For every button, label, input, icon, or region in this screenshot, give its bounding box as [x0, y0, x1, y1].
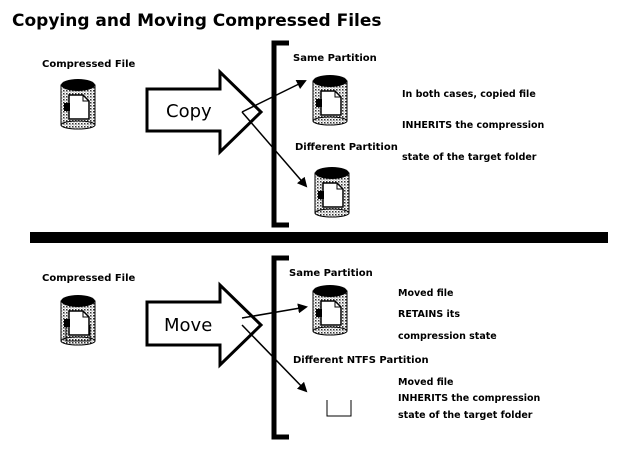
move-block-arrow [145, 281, 264, 369]
page-title: Copying and Moving Compressed Files [12, 11, 382, 31]
move-action-label: Move [164, 315, 212, 336]
copy-same-partition-label: Same Partition [293, 53, 377, 64]
copy-note-line-1: In both cases, copied file [402, 89, 536, 100]
copy-block-arrow [145, 68, 264, 156]
move-different-note-line-2: INHERITS the compression [398, 393, 541, 404]
move-same-note-line-1: Moved file [398, 288, 453, 299]
copy-target-bracket [271, 40, 289, 228]
copy-source-label: Compressed File [42, 59, 136, 70]
compressed-disk-icon [60, 78, 96, 130]
copy-arrow-different [241, 111, 308, 188]
move-different-note-line-3: state of the target folder [398, 410, 533, 421]
copy-arrow-same [241, 80, 307, 113]
compressed-disk-icon [314, 166, 350, 218]
copy-different-partition-label: Different Partition [295, 142, 398, 153]
copy-note-line-3: state of the target folder [402, 152, 537, 163]
move-same-note-line-3: compression state [398, 331, 497, 342]
copy-note-line-2: INHERITS the compression [402, 120, 545, 131]
move-target-bracket [271, 255, 289, 440]
move-arrow-different [241, 324, 308, 393]
copy-action-label: Copy [166, 101, 212, 122]
move-same-partition-label: Same Partition [289, 268, 373, 279]
section-divider [30, 232, 608, 243]
move-different-note-line-1: Moved file [398, 377, 453, 388]
move-arrow-same [241, 303, 308, 319]
compressed-disk-icon [312, 74, 348, 126]
move-different-partition-label: Different NTFS Partition [293, 355, 429, 366]
move-source-label: Compressed File [42, 273, 136, 284]
move-same-note-line-2: RETAINS its [398, 309, 460, 320]
file-icon [326, 399, 352, 417]
compressed-disk-icon [312, 284, 348, 336]
